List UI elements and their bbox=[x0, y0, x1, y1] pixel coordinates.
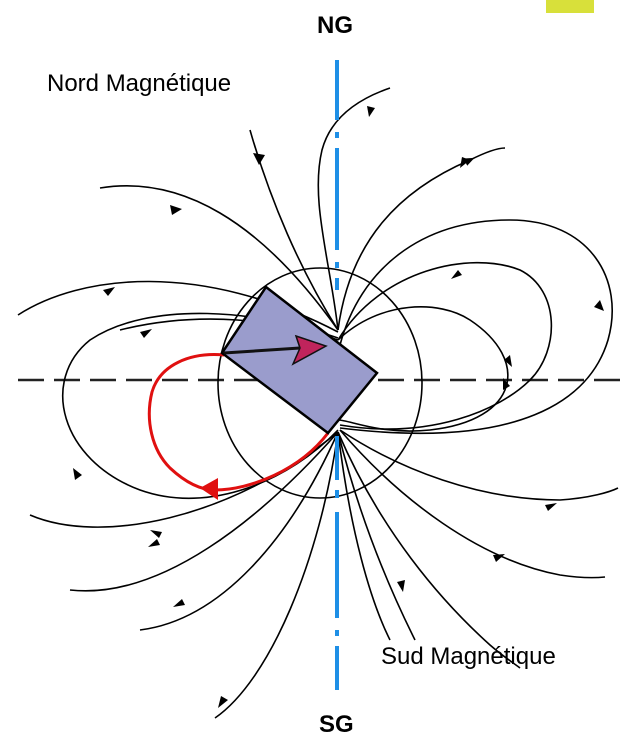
field-line-circle bbox=[217, 267, 423, 499]
red-field-loop bbox=[147, 353, 330, 492]
field-line-left-lower-3 bbox=[139, 431, 339, 631]
field-line-left-lower-2 bbox=[69, 431, 339, 592]
field-line-left-upper-1 bbox=[99, 185, 339, 331]
corner-tag bbox=[546, 0, 594, 13]
field-line-top-2 bbox=[317, 87, 391, 331]
label-magnetic-north: Nord Magnétique bbox=[47, 70, 232, 97]
field-line-left-loop bbox=[61, 312, 339, 500]
label-geographic-south: SG bbox=[319, 711, 354, 738]
red-loop-arrowhead bbox=[200, 478, 218, 500]
field-line-right-lower-5 bbox=[337, 431, 391, 641]
field-line-right-loop-large bbox=[339, 219, 613, 435]
field-line-right-upper bbox=[337, 147, 506, 331]
field-line-right-loop-mid bbox=[337, 261, 553, 430]
field-line-right-lower-1 bbox=[339, 429, 619, 501]
field-line-right-lower-3 bbox=[337, 431, 521, 669]
field-line-right-lower-2 bbox=[339, 429, 606, 579]
magnetic-moment-arrow bbox=[223, 334, 328, 366]
label-magnetic-south: Sud Magnétique bbox=[381, 643, 556, 670]
field-line-left-lower-4 bbox=[214, 431, 339, 719]
field-arrowheads bbox=[73, 106, 604, 708]
field-line-right-lower-4 bbox=[337, 431, 416, 641]
label-geographic-north: NG bbox=[317, 12, 353, 39]
